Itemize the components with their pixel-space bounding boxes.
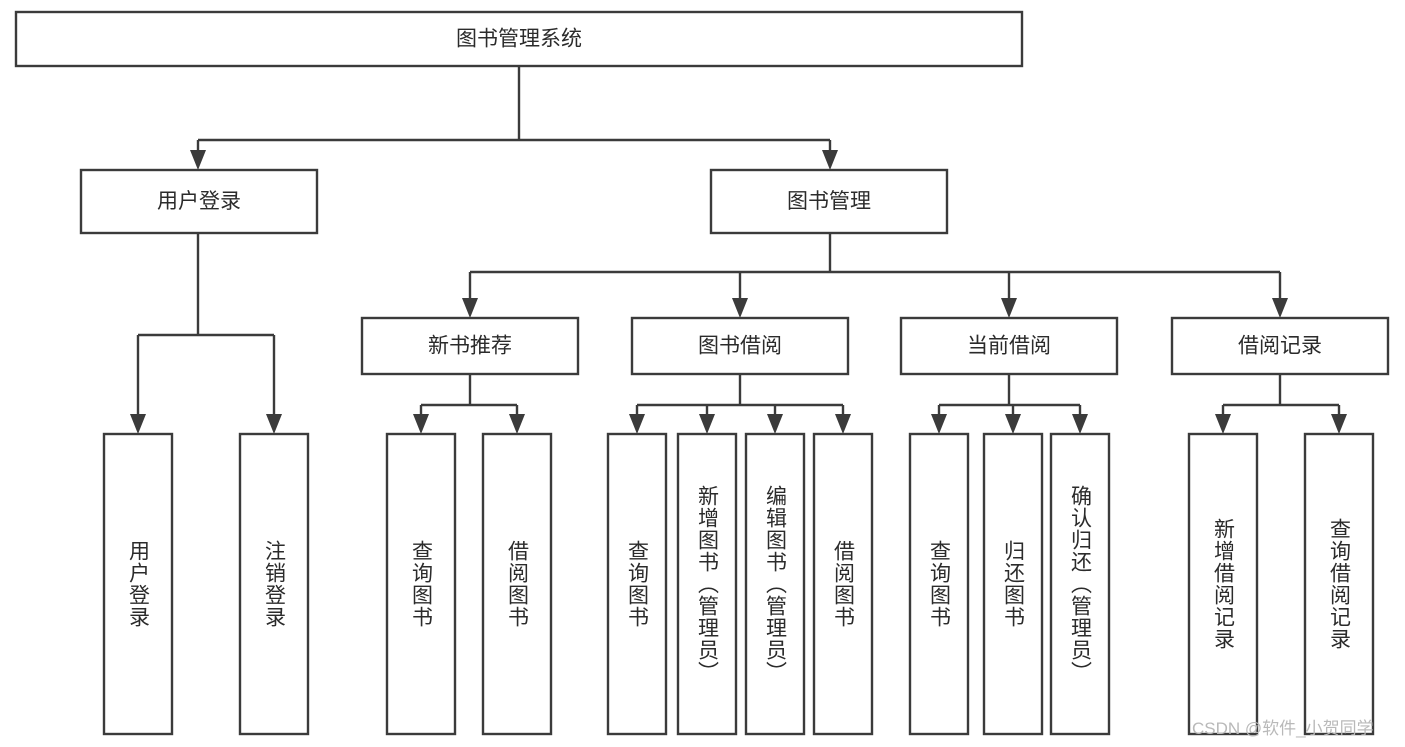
leaf-node-leaf-borrow-add-book[interactable] — [676, 432, 738, 736]
leaf-node-leaf-borrow-query-book[interactable] — [606, 432, 668, 736]
node-label-user-login: 用户登录 — [157, 190, 241, 213]
node-label-current-borrow: 当前借阅 — [967, 335, 1051, 358]
leaf-node-leaf-current-return-book[interactable] — [982, 432, 1044, 736]
leaf-node-leaf-current-query-book[interactable] — [908, 432, 970, 736]
level3-node-book-borrow[interactable] — [630, 316, 850, 376]
root-node-root[interactable] — [14, 10, 1024, 68]
leaf-node-leaf-borrow-borrow-book[interactable] — [812, 432, 874, 736]
level3-node-new-book-recommend[interactable] — [360, 316, 580, 376]
arrow-head-icon — [629, 414, 645, 434]
csdn-watermark: CSDN @软件_小贺同学 — [1192, 719, 1374, 738]
leaf-node-leaf-record-query[interactable] — [1303, 432, 1375, 736]
arrow-head-icon — [822, 150, 838, 170]
leaf-node-leaf-user-logout[interactable] — [238, 432, 310, 736]
arrow-head-icon — [732, 298, 748, 318]
arrow-head-icon — [699, 414, 715, 434]
arrow-head-icon — [767, 414, 783, 434]
arrow-head-icon — [1001, 298, 1017, 318]
level3-node-current-borrow[interactable] — [899, 316, 1119, 376]
level2-node-user-login[interactable] — [79, 168, 319, 235]
node-label-book-management: 图书管理 — [787, 190, 871, 213]
node-label-borrow-record: 借阅记录 — [1238, 335, 1322, 358]
leaf-node-leaf-rec-borrow-book[interactable] — [481, 432, 553, 736]
arrow-head-icon — [835, 414, 851, 434]
connector-layer — [130, 66, 1347, 434]
arrow-head-icon — [1331, 414, 1347, 434]
leaf-node-leaf-user-login[interactable] — [102, 432, 174, 736]
arrow-head-icon — [1072, 414, 1088, 434]
node-label-root: 图书管理系统 — [456, 28, 582, 51]
arrow-head-icon — [509, 414, 525, 434]
leaf-node-leaf-rec-query-book[interactable] — [385, 432, 457, 736]
leaf-node-leaf-borrow-edit-book[interactable] — [744, 432, 806, 736]
leaf-node-leaf-record-add[interactable] — [1187, 432, 1259, 736]
arrow-head-icon — [266, 414, 282, 434]
level3-node-borrow-record[interactable] — [1170, 316, 1390, 376]
level2-node-book-management[interactable] — [709, 168, 949, 235]
arrow-head-icon — [931, 414, 947, 434]
node-label-new-book-recommend: 新书推荐 — [428, 335, 512, 358]
arrow-head-icon — [1272, 298, 1288, 318]
arrow-head-icon — [413, 414, 429, 434]
arrow-head-icon — [130, 414, 146, 434]
arrow-head-icon — [190, 150, 206, 170]
arrow-head-icon — [1005, 414, 1021, 434]
arrow-head-icon — [462, 298, 478, 318]
node-label-book-borrow: 图书借阅 — [698, 335, 782, 358]
box-layer — [14, 10, 1390, 736]
arrow-head-icon — [1215, 414, 1231, 434]
leaf-node-leaf-current-confirm-return[interactable] — [1049, 432, 1111, 736]
